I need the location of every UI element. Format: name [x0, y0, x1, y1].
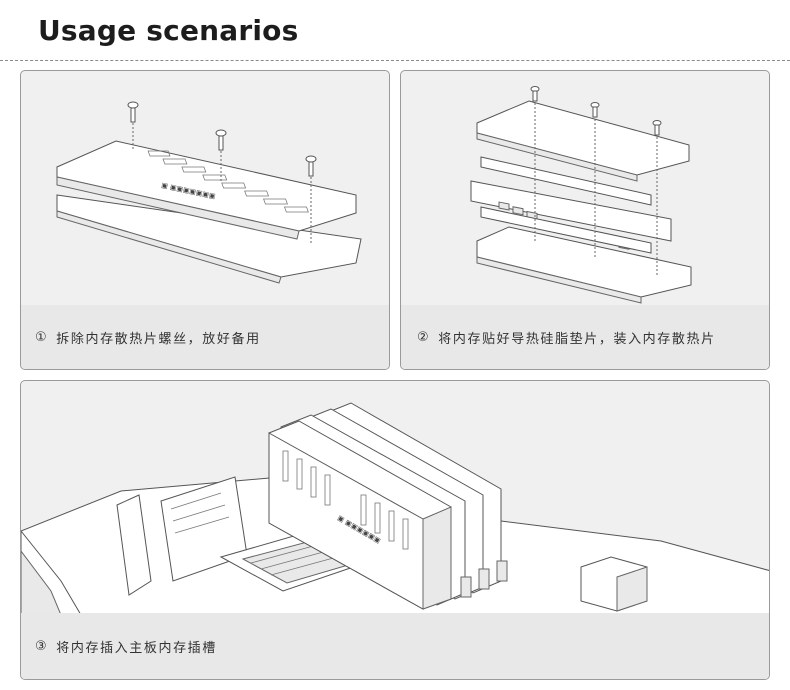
motherboard-installation-illustration: ▣ ▣▣▣▣▣▣ [21, 402, 769, 615]
step-1-caption: ① 拆除内存散热片螺丝，放好备用 [21, 305, 389, 369]
step-2-number: ② [417, 329, 431, 345]
step-3-text: 将内存插入主板内存插槽 [56, 640, 217, 656]
step-2-panel: ② 将内存贴好导热硅脂垫片，装入内存散热片 [400, 70, 770, 370]
step-3-caption: ③ 将内存插入主板内存插槽 [21, 613, 769, 679]
step-1-text: 拆除内存散热片螺丝，放好备用 [56, 331, 261, 347]
memory-assembly-illustration [470, 86, 692, 304]
step-2-caption: ② 将内存贴好导热硅脂垫片，装入内存散热片 [401, 305, 769, 369]
step-3-number: ③ [35, 638, 49, 654]
dashed-divider [0, 60, 790, 61]
step-3-panel: ▣ ▣▣▣▣▣▣ ③ 将内存插入主板内存插槽 [20, 380, 770, 680]
step-1-panel: ▣ ▣▣▣▣▣▣▣ ① 拆除内存散热片螺丝，放好备用 [20, 70, 390, 370]
heatsink-disassembly-illustration: ▣ ▣▣▣▣▣▣▣ [56, 101, 362, 284]
step-1-number: ① [35, 329, 49, 345]
page-title: Usage scenarios [38, 14, 299, 47]
step-2-text: 将内存贴好导热硅脂垫片，装入内存散热片 [438, 331, 716, 347]
